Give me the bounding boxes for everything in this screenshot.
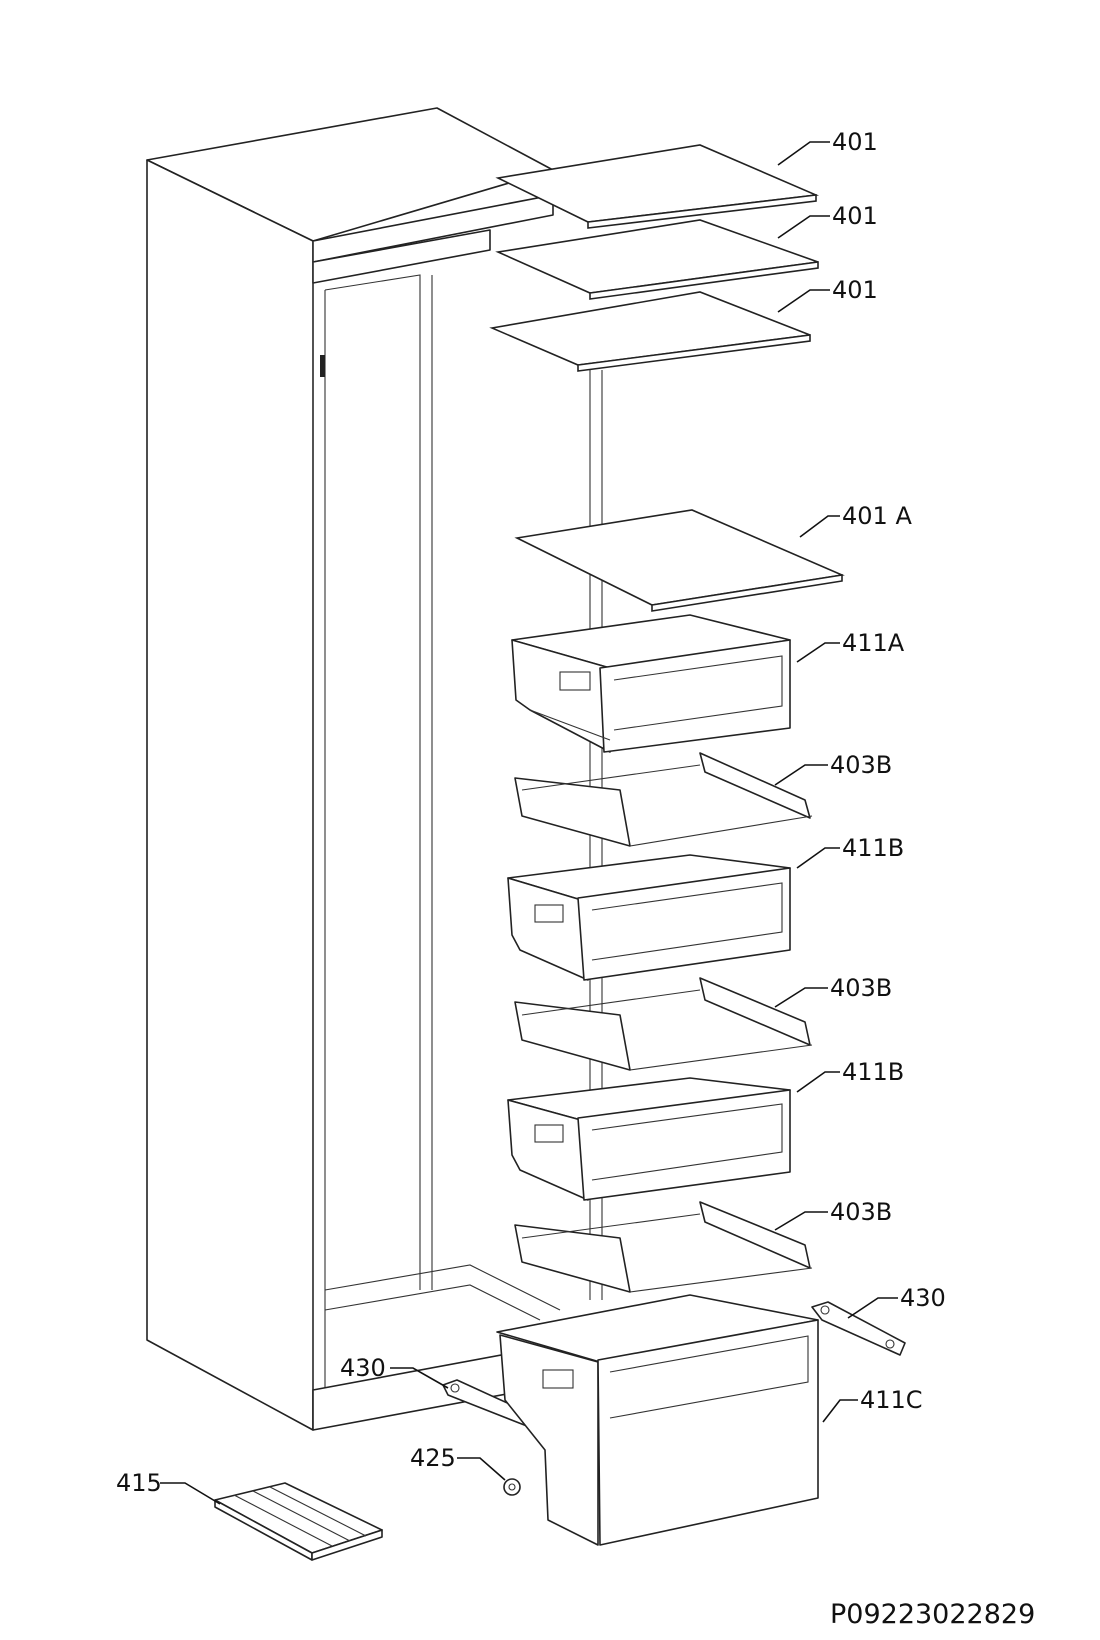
label-drawer-1: 411A — [842, 629, 905, 657]
bracket-right — [811, 1301, 906, 1356]
label-rails-1: 403B — [830, 751, 892, 779]
cabinet — [146, 107, 603, 1431]
drawer-2 — [507, 854, 791, 981]
label-drawer-bottom: 411C — [860, 1386, 923, 1414]
drawer-3 — [507, 1077, 791, 1201]
knob — [503, 1478, 521, 1496]
label-drawer-2: 411B — [842, 834, 904, 862]
drawer-rails-3 — [514, 1201, 813, 1293]
label-grille: 415 — [116, 1469, 162, 1497]
label-drawer-3: 411B — [842, 1058, 904, 1086]
drawer-rails-2 — [514, 977, 813, 1071]
label-knob: 425 — [410, 1444, 456, 1472]
leader-lines — [160, 141, 898, 1505]
label-shelf-3: 401 — [832, 276, 878, 304]
glass-shelf-2 — [495, 219, 819, 300]
label-bracket-left: 430 — [340, 1354, 386, 1382]
label-rails-2: 403B — [830, 974, 892, 1002]
drawing-code: P09223022829 — [830, 1599, 1035, 1630]
glass-shelf-3 — [489, 291, 811, 372]
glass-shelf-4 — [514, 509, 845, 612]
label-rails-3: 403B — [830, 1198, 892, 1226]
label-shelf-4: 401 A — [842, 502, 912, 530]
label-bracket-right: 430 — [900, 1284, 946, 1312]
grille — [214, 1482, 383, 1561]
callout-labels: 401 401 401 401 A 411A 403B 411B 403B 41… — [116, 128, 946, 1497]
drawer-1 — [511, 614, 791, 753]
label-shelf-1: 401 — [832, 128, 878, 156]
drawer-bottom — [496, 1294, 819, 1546]
drawer-rails-1 — [514, 752, 813, 847]
label-shelf-2: 401 — [832, 202, 878, 230]
glass-shelf-1 — [495, 144, 820, 229]
